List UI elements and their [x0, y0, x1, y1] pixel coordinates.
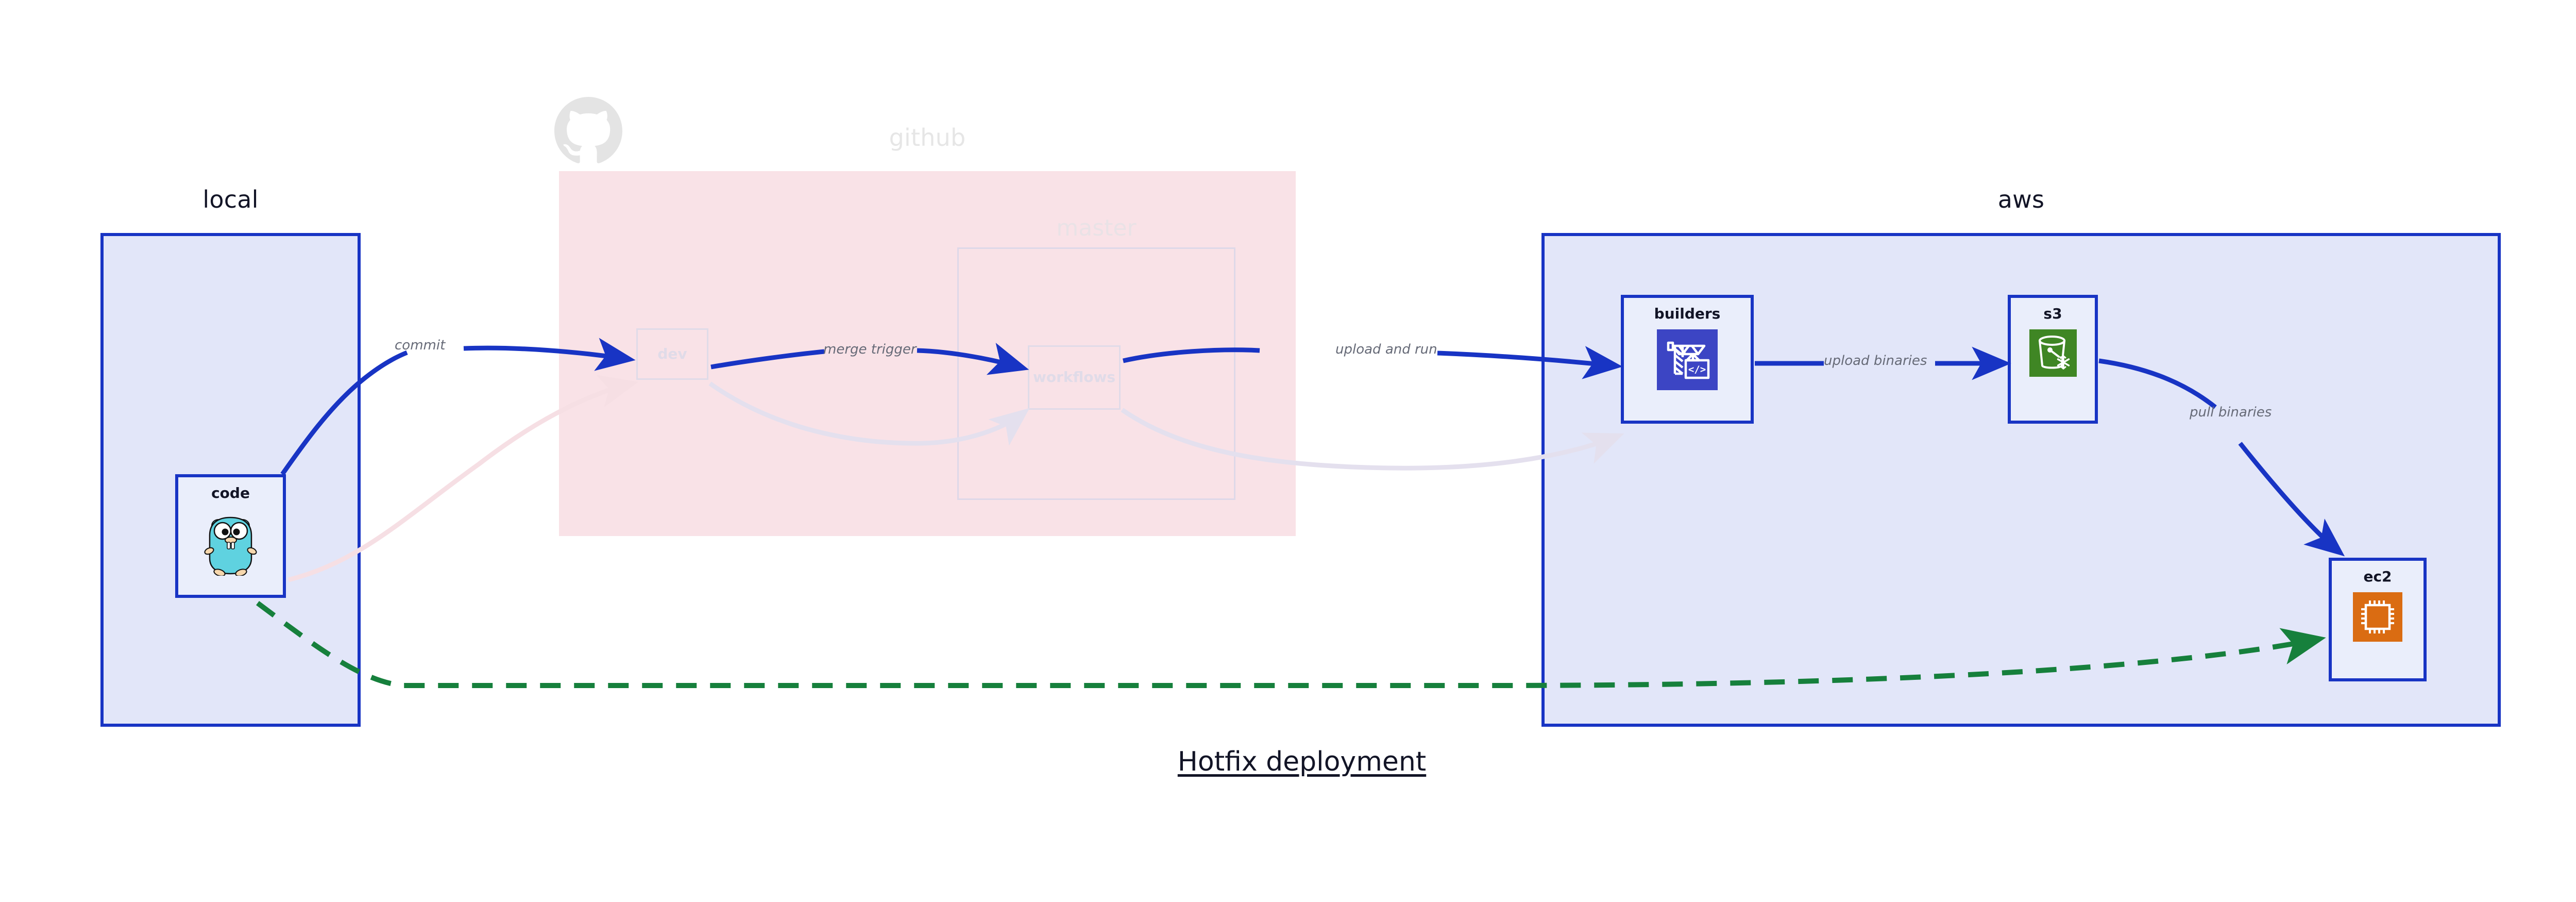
node-code[interactable]: code — [175, 474, 286, 598]
node-builders-label: builders — [1654, 305, 1721, 322]
node-workflows-label: workflows — [1032, 369, 1116, 386]
subgroup-master: master — [957, 215, 1235, 500]
group-local: local — [100, 186, 361, 727]
edge-label-commit: commit — [395, 338, 446, 353]
node-ec2-label: ec2 — [2363, 568, 2392, 585]
node-workflows[interactable]: workflows — [1028, 345, 1121, 410]
group-aws-label: aws — [1997, 186, 2045, 213]
aws-codebuild-icon: </> — [1657, 329, 1718, 392]
node-s3[interactable]: s3 — [2008, 295, 2098, 424]
edge-label-upload-binaries: upload binaries — [1824, 353, 1927, 369]
aws-ec2-icon — [2353, 592, 2402, 644]
node-dev[interactable]: dev — [636, 328, 708, 380]
github-octocat-icon — [554, 97, 622, 165]
group-local-label: local — [202, 186, 259, 213]
node-builders[interactable]: builders </> — [1621, 295, 1754, 424]
edge-label-merge-trigger: merge trigger — [823, 342, 917, 357]
edge-label-upload-and-run: upload and run — [1335, 342, 1437, 357]
node-s3-label: s3 — [2043, 305, 2062, 322]
aws-s3-glacier-icon — [2029, 329, 2077, 379]
diagram-title: Hotfix deployment — [1177, 746, 1427, 777]
node-code-label: code — [211, 485, 250, 502]
node-ec2[interactable]: ec2 — [2329, 558, 2427, 681]
edge-label-pull-binaries: pull binaries — [2190, 405, 2272, 420]
group-github-label: github — [889, 124, 966, 152]
subgroup-master-label: master — [1056, 215, 1137, 241]
go-gopher-icon — [204, 509, 258, 578]
node-dev-label: dev — [657, 345, 687, 362]
svg-text:</>: </> — [1688, 364, 1706, 375]
